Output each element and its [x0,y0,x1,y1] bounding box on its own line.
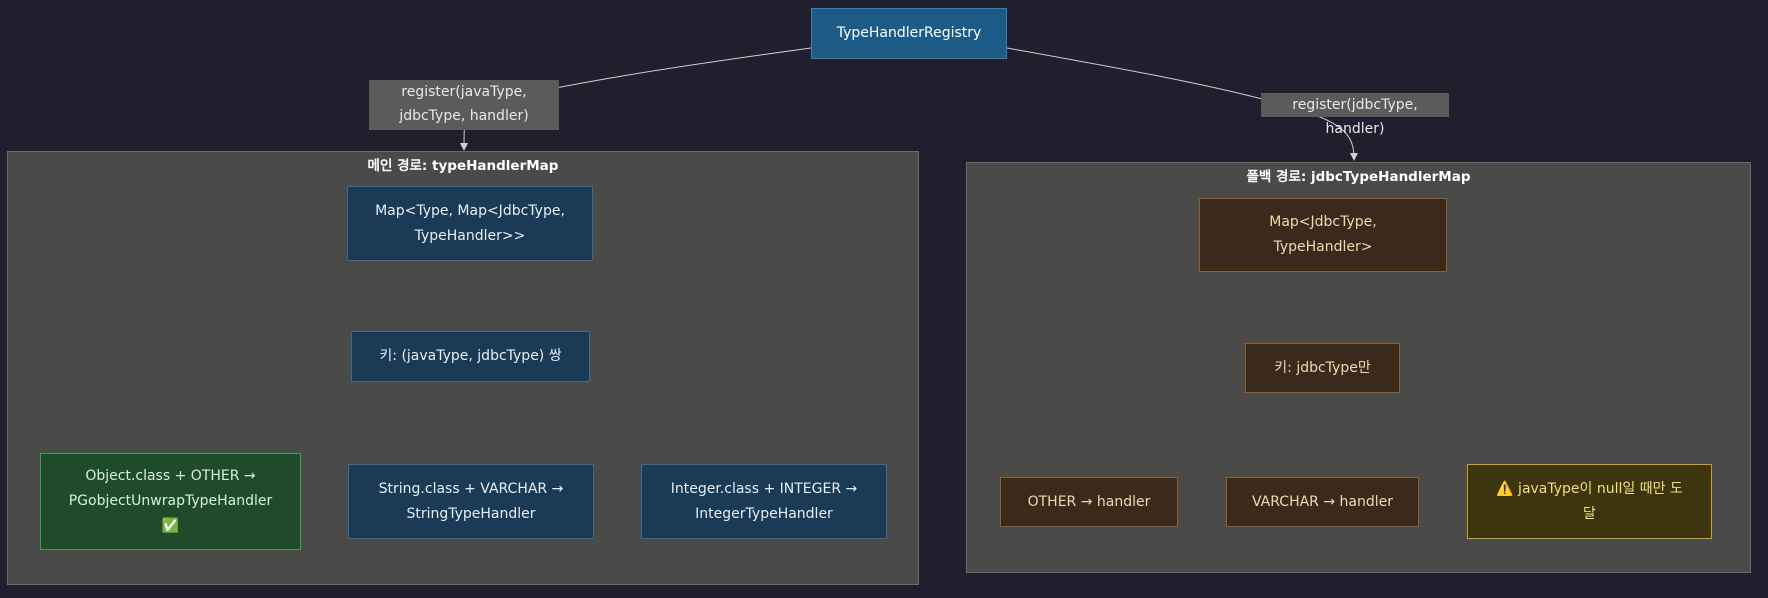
node-line: Integer.class + INTEGER → [670,480,858,497]
other-handler-leaf: OTHER → handler [1000,477,1178,527]
register-java-jdbc-edge-label: register(javaType, jdbcType, handler) [369,80,559,130]
check-icon: ✅ [161,518,180,534]
node-line: 키: (javaType, jdbcType) 쌍 [379,348,562,364]
fallback-map-node: Map<JdbcType, TypeHandler> [1199,198,1447,272]
string-varchar-leaf: String.class + VARCHAR → StringTypeHandl… [348,464,594,539]
type-handler-registry-label: TypeHandlerRegistry [836,25,982,41]
register-jdbc-edge-label: register(jdbcType, handler) [1261,93,1449,137]
node-line: TypeHandler> [1273,239,1373,255]
fallback-path-title: 폴백 경로: jdbcTypeHandlerMap [1246,169,1471,185]
node-line: 키: jdbcType만 [1274,359,1371,376]
type-handler-registry-node: TypeHandlerRegistry [811,8,1007,59]
node-line: Map<Type, Map<JdbcType, [375,202,565,219]
main-key-node: 키: (javaType, jdbcType) 쌍 [351,331,590,382]
node-line: StringTypeHandler [406,505,536,522]
integer-integer-leaf: Integer.class + INTEGER → IntegerTypeHan… [641,464,887,539]
main-map-node: Map<Type, Map<JdbcType, TypeHandler>> [347,186,593,261]
fallback-key-node: 키: jdbcType만 [1245,343,1400,393]
node-line: VARCHAR → handler [1252,493,1393,510]
node-line: ⚠️ javaType이 null일 때만 도 [1496,480,1683,497]
node-line: Object.class + OTHER → [85,468,256,484]
object-other-leaf: Object.class + OTHER → PGobjectUnwrapTyp… [40,453,301,550]
node-line: Map<JdbcType, [1269,214,1377,230]
main-path-title: 메인 경로: typeHandlerMap [367,158,559,174]
node-line: TypeHandler>> [414,227,526,244]
node-line: IntegerTypeHandler [695,505,833,522]
edge-label-line: register(javaType, [401,84,527,100]
varchar-handler-leaf: VARCHAR → handler [1226,477,1419,527]
node-line: OTHER → handler [1027,493,1151,510]
node-line: 달 [1583,505,1596,522]
node-line: PGobjectUnwrapTypeHandler [68,493,273,509]
node-line: String.class + VARCHAR → [378,480,564,497]
edge-label-line: jdbcType, handler) [399,108,529,124]
edge-label-line: register(jdbcType, handler) [1292,97,1418,137]
warning-null-javatype-leaf: ⚠️ javaType이 null일 때만 도 달 [1467,464,1712,539]
